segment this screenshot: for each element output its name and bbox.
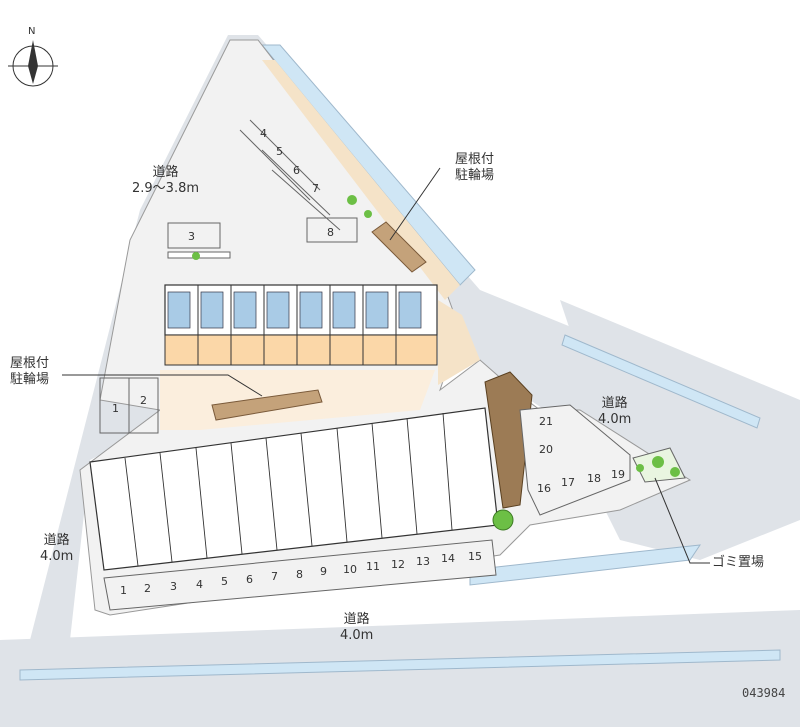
road-name: 道路	[601, 396, 628, 411]
space-number: 7	[312, 182, 319, 195]
canal-strips	[19, 44, 781, 681]
space-number: 10	[343, 563, 357, 576]
east-parking-block	[519, 404, 631, 516]
driveway-strip	[262, 60, 460, 300]
space-number: 20	[539, 443, 553, 456]
tree	[347, 195, 357, 205]
building-north	[164, 284, 438, 366]
tree	[364, 210, 372, 218]
north-parking	[167, 119, 358, 249]
north-column-numbers: 4 5 6 7 8 3	[188, 127, 334, 243]
south-parking-row	[103, 539, 497, 611]
road-label-south: 道路 4.0m	[340, 612, 373, 644]
label-line: 屋根付	[10, 356, 50, 371]
greenery	[492, 509, 514, 531]
space-number: 9	[320, 565, 327, 578]
south-row-numbers: 1 2 3 4 5 6 7 8 9 10 11 12 13 14 15	[120, 550, 482, 597]
space-number: 12	[391, 558, 405, 571]
space-number: 3	[188, 230, 195, 243]
space-number: 1	[120, 584, 127, 597]
space-number: 21	[539, 415, 553, 428]
road-name: 道路	[152, 165, 179, 180]
label-line: 駐輪場	[10, 372, 50, 387]
space-number: 13	[416, 555, 430, 568]
north-arrow-icon	[8, 40, 58, 87]
space-number: 14	[441, 552, 455, 565]
space-number: 6	[246, 573, 253, 586]
road-width: 4.0m	[40, 549, 74, 564]
space-number: 18	[587, 472, 601, 485]
driveway-east	[438, 300, 480, 385]
space-number: 4	[260, 127, 267, 140]
garbage-label: ゴミ置場	[712, 555, 765, 570]
space-number: 3	[170, 580, 177, 593]
greenery	[636, 464, 644, 472]
space-number: 5	[221, 575, 228, 588]
tree	[192, 252, 200, 260]
space-number: 19	[611, 468, 625, 481]
road-name: 道路	[343, 612, 370, 627]
road-label-west: 道路 4.0m	[40, 533, 73, 565]
space-number: 6	[293, 164, 300, 177]
space-number: 4	[196, 578, 203, 591]
greenery	[652, 456, 664, 468]
space-number: 7	[271, 570, 278, 583]
east-block-numbers: 16 17 18 19 20 21	[537, 415, 625, 495]
space-number: 17	[561, 476, 575, 489]
road-label-east: 道路 4.0m	[598, 396, 631, 428]
greenery	[670, 467, 680, 477]
compass-letter: N	[28, 26, 36, 37]
space-number: 8	[327, 226, 334, 239]
space-number: 15	[468, 550, 482, 563]
label-line: 屋根付	[455, 152, 495, 167]
space-number: 5	[276, 145, 283, 158]
space-number: 16	[537, 482, 551, 495]
label-line: 駐輪場	[455, 168, 495, 183]
bike-shelter-north	[371, 221, 427, 273]
space-number: 8	[296, 568, 303, 581]
space-number: 2	[144, 582, 151, 595]
road-width: 2.9〜3.8m	[132, 181, 200, 196]
space-number: 1	[112, 402, 119, 415]
property-code: 043984	[742, 686, 786, 700]
space-number: 11	[366, 560, 380, 573]
bike-shelter-west	[211, 389, 323, 421]
road-width: 4.0m	[598, 412, 632, 427]
bike-parking-north-label: 屋根付 駐輪場	[455, 152, 494, 184]
space-number: 2	[140, 394, 147, 407]
road-label-northwest: 道路 2.9〜3.8m	[132, 165, 199, 197]
bike-parking-west-label: 屋根付 駐輪場	[10, 356, 49, 388]
leader-lines	[62, 167, 710, 564]
road-width: 4.0m	[340, 628, 374, 643]
west-parking	[99, 377, 159, 434]
road-name: 道路	[43, 533, 70, 548]
